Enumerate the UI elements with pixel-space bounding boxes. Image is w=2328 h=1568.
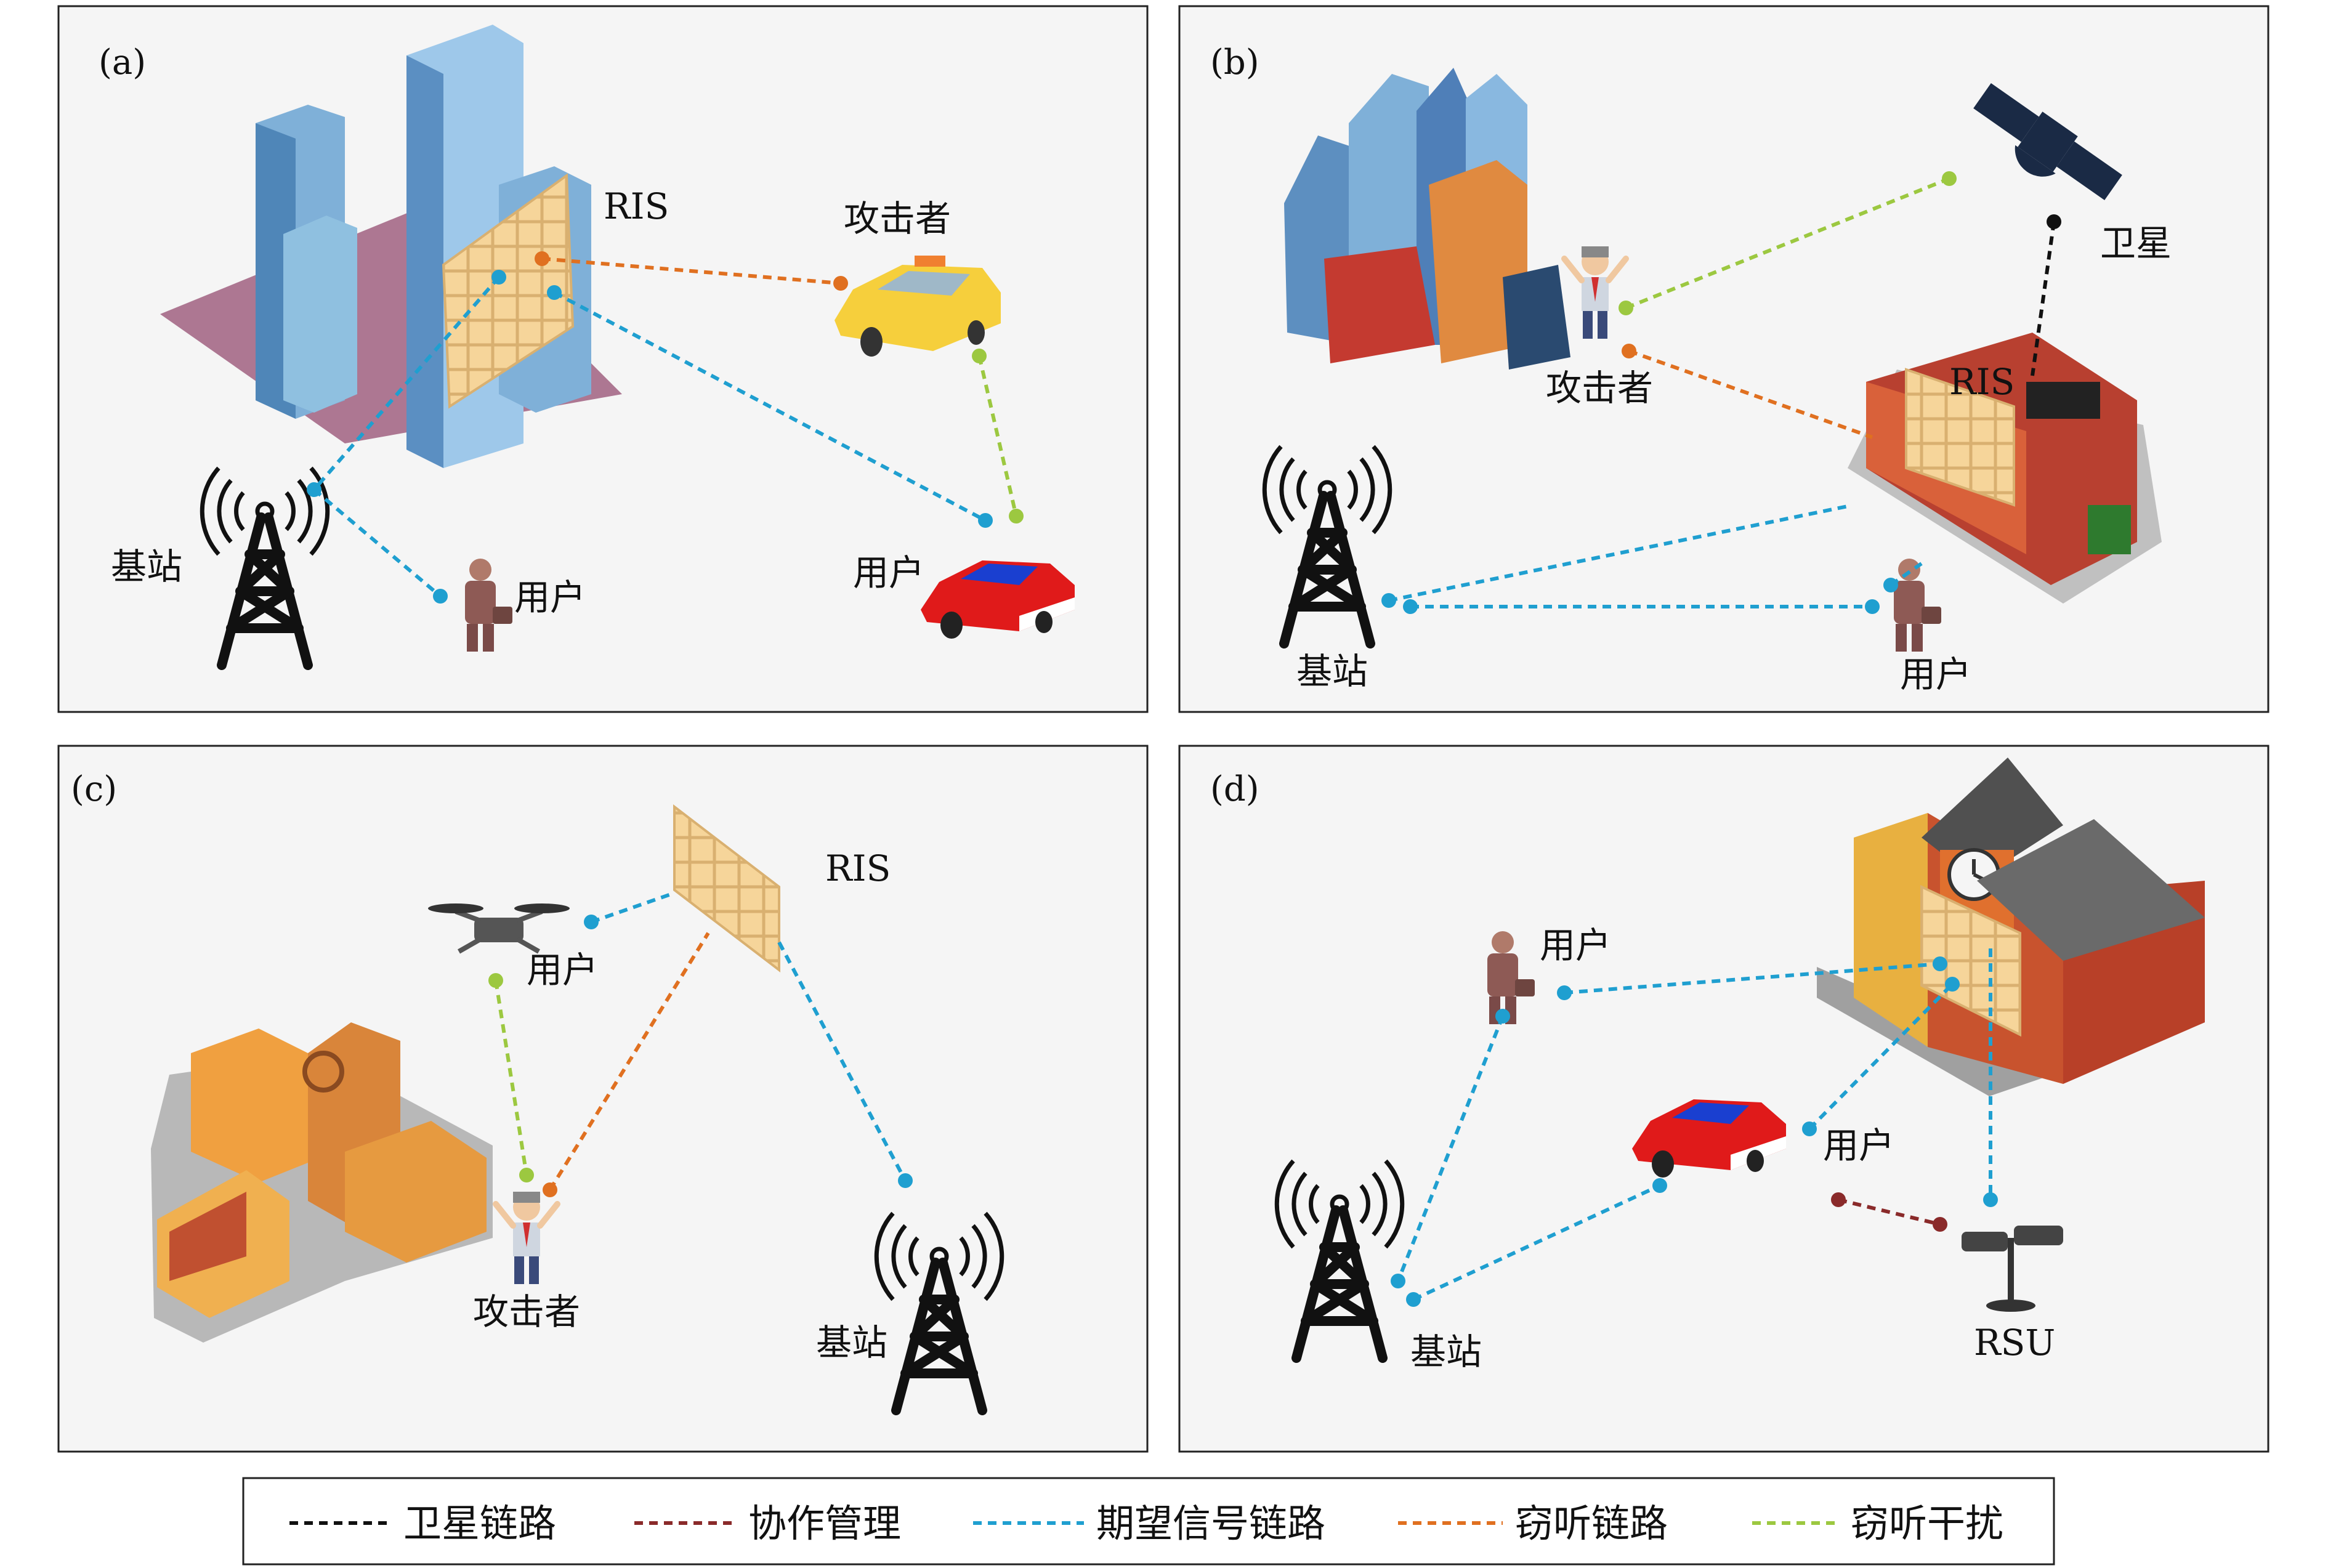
- panel-c-tag: (c): [71, 769, 117, 809]
- base-station-label-b: 基站: [1296, 650, 1368, 692]
- legend-label: 窃听干扰: [1851, 1501, 2003, 1546]
- satellite-label: 卫星: [2100, 222, 2172, 264]
- base-station-label-d: 基站: [1410, 1331, 1482, 1373]
- ris-label-b: RIS: [1949, 361, 2015, 403]
- city-icon: [1284, 68, 1570, 370]
- user-label-a2: 用户: [853, 552, 924, 594]
- legend-label: 窃听链路: [1515, 1501, 1668, 1546]
- jamming-link-a: [977, 355, 1018, 517]
- ris-panel-c: [673, 804, 780, 973]
- shop-building-icon: [151, 1022, 493, 1343]
- legend-label: 协作管理: [748, 1501, 901, 1546]
- legend-item-eavesdrop: 窃听链路: [1398, 1501, 1668, 1546]
- desired-link-d2: [1396, 1015, 1505, 1282]
- panel-c: (c) RIS 用户 攻击者 基站: [71, 769, 1002, 1410]
- clock-building-icon: [1817, 758, 2205, 1096]
- attacker-label-a: 攻击者: [844, 198, 951, 240]
- ris-label-a: RIS: [604, 185, 669, 227]
- legend-item-cooperation: 协作管理: [634, 1501, 901, 1546]
- eavesdrop-link-c: [548, 932, 710, 1191]
- panel-a: (a) RIS 攻击者 用户 基站 用户: [99, 25, 1075, 665]
- panel-b: (b) 卫星 RIS 攻击者: [1210, 42, 2172, 695]
- legend-label: 期望信号链路: [1096, 1501, 1325, 1546]
- rsu-label: RSU: [1974, 1322, 2055, 1364]
- user-label-d1: 用户: [1540, 924, 1611, 966]
- desired-link-a2: [313, 488, 442, 598]
- panel-b-tag: (b): [1210, 42, 1259, 83]
- legend-item-desired: 期望信号链路: [973, 1501, 1325, 1546]
- panel-d-tag: (d): [1210, 769, 1259, 809]
- rsu-camera-icon: [1962, 1226, 2063, 1312]
- user-label-c: 用户: [527, 949, 598, 991]
- ris-panel-a: [442, 173, 575, 409]
- ris-label-c: RIS: [825, 847, 891, 889]
- base-station-label-a: 基站: [111, 546, 182, 588]
- desired-link-d1: [1564, 962, 1941, 995]
- desired-link-a3: [553, 291, 987, 522]
- legend: 卫星链路 协作管理 期望信号链路 窃听链路 窃听干扰: [242, 1477, 2055, 1566]
- eavesdrop-link-b: [1628, 349, 1873, 439]
- ris-panel-b: [1905, 368, 2015, 507]
- desired-link-d4: [1808, 982, 1954, 1131]
- desired-link-a1: [312, 276, 501, 491]
- attacker-label-c: 攻击者: [473, 1291, 580, 1333]
- satellite-link-b: [2031, 221, 2056, 376]
- user-label-b: 用户: [1900, 653, 1971, 695]
- panel-a-tag: (a): [99, 42, 146, 83]
- legend-item-jamming: 窃听干扰: [1752, 1501, 2003, 1546]
- legend-label: 卫星链路: [403, 1501, 556, 1546]
- panel-d: (d) 用户 用户 基站 RSU: [1210, 758, 2205, 1373]
- legend-item-satellite: 卫星链路: [289, 1501, 556, 1546]
- base-station-label-c: 基站: [816, 1322, 887, 1364]
- desired-link-c2: [777, 941, 907, 1182]
- attacker-label-b: 攻击者: [1546, 367, 1653, 409]
- eavesdrop-link-a: [541, 257, 841, 285]
- desired-link-d3: [1412, 1184, 1661, 1301]
- user-label-a1: 用户: [514, 576, 586, 618]
- cooperation-link-d: [1838, 1198, 1941, 1226]
- ris-panel-d: [1920, 884, 2021, 1037]
- desired-link-b1: [1388, 504, 1848, 602]
- user-label-d2: 用户: [1823, 1125, 1894, 1166]
- drone-icon: [428, 903, 570, 954]
- satellite-icon: [1973, 83, 2122, 201]
- jamming-link-c: [494, 980, 528, 1176]
